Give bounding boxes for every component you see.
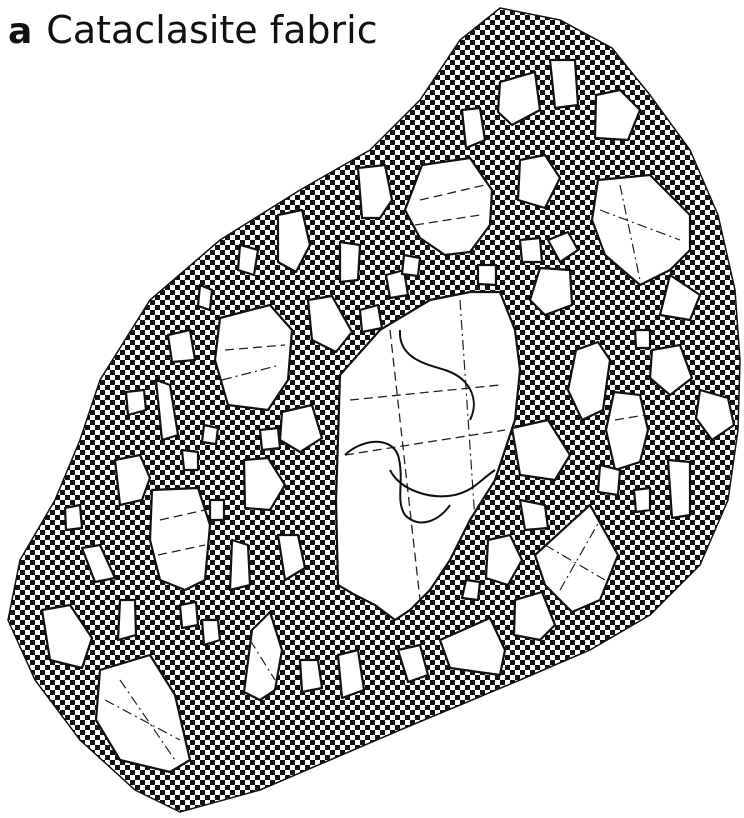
clast [598, 465, 620, 495]
clast [180, 602, 198, 628]
clast [520, 238, 542, 262]
clast [402, 255, 420, 276]
clast [668, 460, 690, 518]
clast [118, 600, 136, 640]
clast [634, 488, 650, 512]
clast [168, 330, 195, 362]
clast [65, 505, 82, 530]
clast [360, 305, 382, 332]
clast [300, 660, 322, 692]
clast [462, 108, 485, 148]
clast [520, 500, 548, 530]
clast [150, 488, 210, 590]
clast [198, 285, 212, 310]
clast [340, 242, 360, 282]
clast [202, 425, 218, 444]
clast [230, 540, 250, 590]
clast [462, 580, 480, 600]
clast [202, 620, 220, 645]
clast [550, 60, 578, 108]
clast [238, 245, 258, 275]
clast [210, 500, 224, 520]
clast [606, 392, 648, 470]
clast [182, 450, 198, 470]
clast [635, 330, 650, 348]
clast [478, 265, 496, 285]
clast [126, 390, 146, 415]
clast [338, 650, 364, 698]
clast [260, 428, 280, 450]
